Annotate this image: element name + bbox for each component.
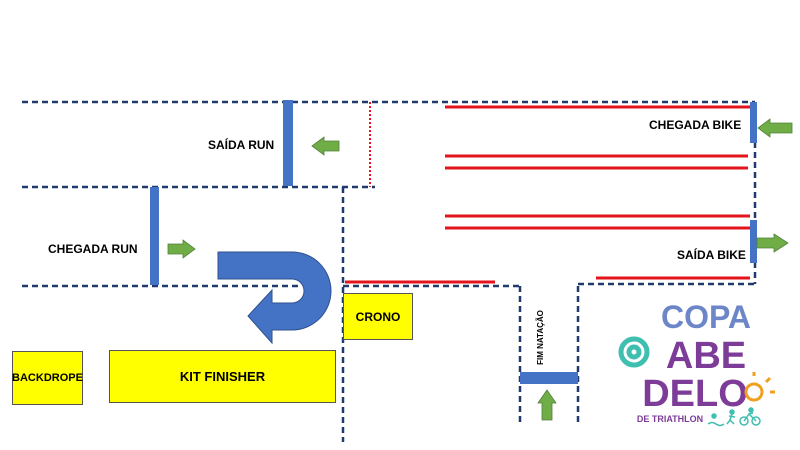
logo-copa-text: COPA	[661, 299, 751, 335]
logo-abe-text: ABE	[666, 335, 746, 377]
chegada-run-label: CHEGADA RUN	[48, 242, 138, 256]
chegada-bike-gate	[750, 102, 757, 143]
arrow-up-icon	[537, 389, 557, 421]
copa-abedelo-logo: COPA ABE DELO DE TRIATHLON	[618, 299, 775, 427]
saida-run-label: SAÍDA RUN	[208, 138, 275, 152]
saida-bike-gate	[750, 220, 757, 263]
arrow-left-icon	[757, 118, 793, 138]
bike-rack-barriers	[345, 105, 752, 284]
logo-tagline: DE TRIATHLON	[637, 414, 703, 424]
chegada-run-gate	[150, 187, 159, 285]
runner-icon	[726, 409, 736, 425]
kit-finisher-box: KIT FINISHER	[109, 350, 336, 403]
gate-bars	[150, 100, 757, 384]
fim-natacao-gate	[520, 372, 578, 384]
logo-wave-icon	[618, 336, 650, 368]
backdrope-box: BACKDROPE	[12, 351, 83, 405]
flow-arrows	[167, 118, 793, 421]
u-turn-arrow-icon	[217, 251, 332, 345]
saida-bike-label: SAÍDA BIKE	[677, 248, 746, 262]
arrow-left-icon	[311, 136, 340, 156]
chegada-bike-label: CHEGADA BIKE	[649, 118, 742, 132]
logo-delo-text: DELO	[642, 373, 748, 415]
logo-sun-icon	[744, 372, 775, 402]
arrow-right-icon	[167, 239, 196, 259]
saida-run-gate	[283, 100, 293, 186]
arrow-right-icon	[756, 233, 789, 253]
fim-natacao-label: FIM NATAÇÃO	[535, 310, 545, 365]
swimmer-icon	[707, 413, 725, 427]
cyclist-icon	[739, 407, 761, 426]
crono-box: CRONO	[343, 293, 413, 340]
